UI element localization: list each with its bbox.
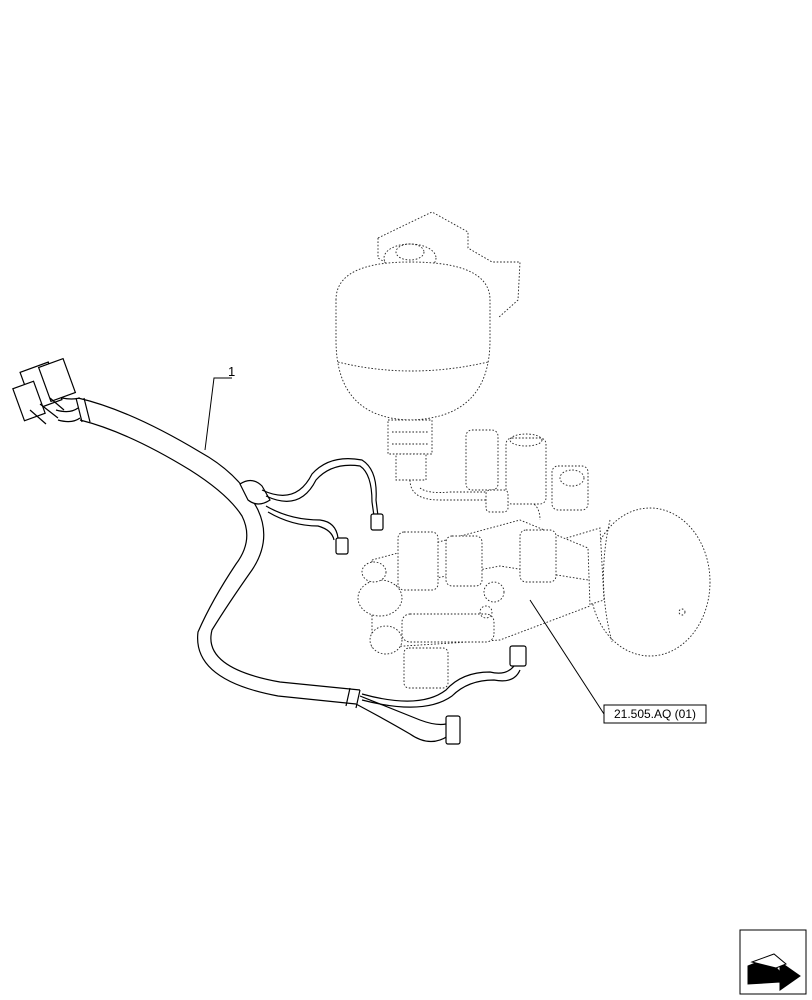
hex-fitting — [395, 453, 427, 481]
branch-wire-middle — [265, 505, 339, 539]
neck-threads — [392, 431, 428, 445]
accumulator-h-seam — [603, 519, 613, 643]
branch-wire-right — [361, 665, 515, 702]
accumulator-neck — [387, 419, 433, 455]
next-page-arrow-icon[interactable] — [739, 929, 807, 995]
branch-wire-lower-2 — [355, 703, 449, 743]
reference-leader — [529, 599, 605, 715]
reference-code: 21.505.AQ (01) — [614, 707, 696, 721]
sensor-port — [483, 581, 505, 603]
callout-1-number: 1 — [228, 364, 235, 379]
harness-main-connector — [12, 357, 77, 425]
coil-front-1 — [397, 531, 439, 591]
lower-cartridge — [401, 613, 495, 643]
branch-wire-upper-2 — [265, 464, 375, 517]
connector-lower — [445, 715, 461, 745]
callout-1[interactable]: 1 — [204, 364, 235, 451]
connecting-tube-edge — [419, 487, 522, 493]
plug-left-upper — [357, 579, 403, 617]
plug-left-top — [361, 561, 387, 583]
accumulator-h-port — [678, 608, 686, 616]
solenoid-top-center — [505, 437, 547, 505]
connector-upper — [370, 513, 384, 531]
mounting-bracket — [377, 211, 521, 319]
coil-front-2 — [445, 535, 483, 587]
solenoid-top-right — [551, 465, 589, 511]
accumulator-cap-inner — [395, 243, 425, 261]
accumulator-seam — [337, 361, 489, 372]
solenoid-top-right-cap — [559, 469, 585, 487]
reference-box — [603, 704, 707, 724]
branch-wire-right-2 — [361, 669, 521, 708]
reference-21-505-aq[interactable]: 21.505.AQ (01) — [529, 599, 707, 724]
connector-middle — [335, 537, 349, 555]
accumulator-horizontal — [589, 507, 711, 657]
branch-wire-lower — [359, 695, 447, 726]
accumulator-vertical — [335, 261, 491, 421]
solenoid-top-cap — [509, 433, 543, 447]
solenoid-top-left — [465, 429, 499, 491]
harness-sheath-outer — [77, 397, 361, 691]
harness-sheath-inner — [79, 419, 357, 705]
callout-1-leader — [204, 377, 232, 451]
branch-wire-middle-2 — [267, 511, 335, 541]
coil-front-3 — [519, 529, 557, 583]
fitting-top — [485, 489, 509, 513]
plug-left-lower — [369, 625, 403, 655]
connector-right — [509, 645, 527, 667]
branch-wire-upper — [261, 458, 379, 517]
reference-assembly-ghost — [335, 211, 711, 689]
lower-solenoid — [403, 647, 449, 689]
sheath-end-left — [75, 397, 91, 423]
sensor-port-small — [479, 605, 493, 619]
valve-block-edge — [371, 565, 589, 591]
branch-junction — [239, 479, 271, 505]
wiring-harness — [12, 357, 527, 745]
connecting-tube — [409, 479, 541, 521]
